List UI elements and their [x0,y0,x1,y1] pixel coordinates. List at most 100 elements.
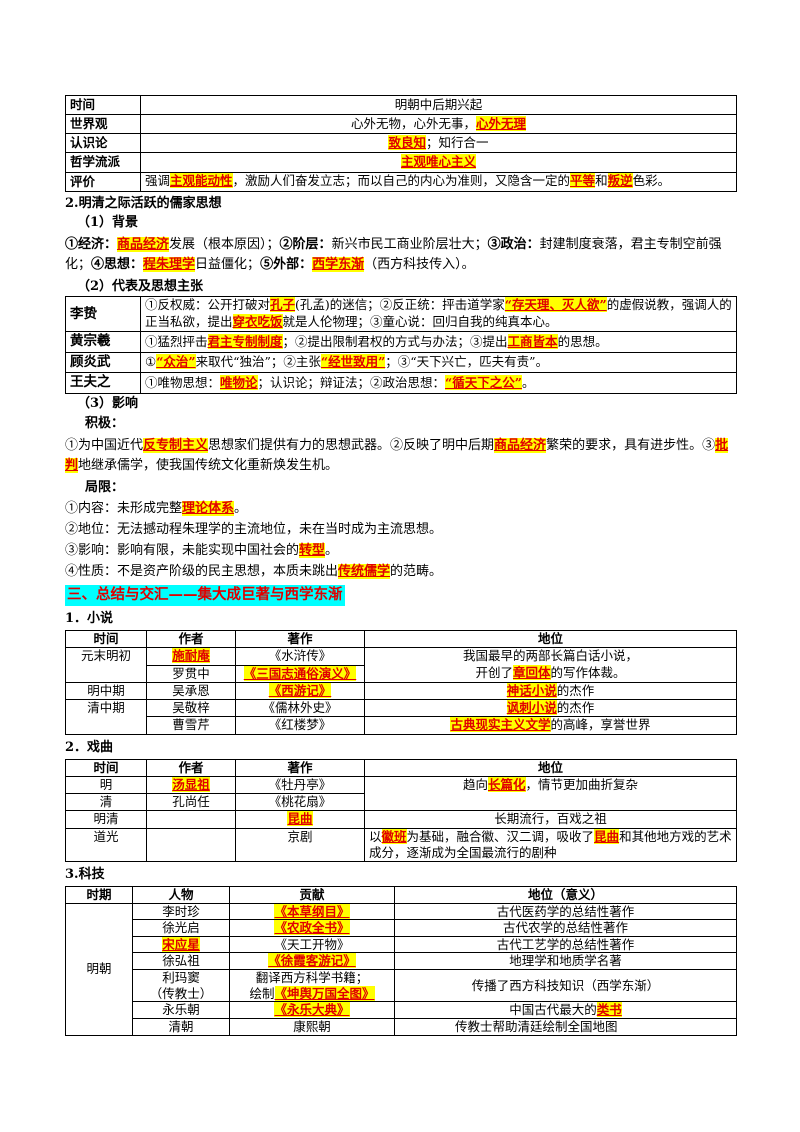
column-header: 著作 [235,630,365,649]
opera-title: 2．戏曲 [65,739,114,755]
section-title: 2.明清之际活跃的儒家思想 [65,195,222,211]
cell: 强调主观能动性，激励人们奋发立志；而以自己的内心为准则，又隐含一定的平等和叛逆色… [140,171,737,192]
column-header: 时间 [65,630,147,649]
cell: 《徐霞客游记》 [229,952,395,971]
table-row: 清中期 吴敬梓 《儒林外史》 讽刺小说的杰作 [65,699,737,735]
cell: 徐弘祖 [132,952,230,971]
limitation-item: ①内容：未形成完整理论体系。 [65,501,248,516]
cell: 京剧 [235,827,365,863]
cell: 《三国志通俗演义》 [235,664,365,683]
subsection-title: （1）背景 [77,215,139,231]
limitation-item: ③影响：影响有限，未能实现中国社会的转型。 [65,542,339,558]
cell: 传教士帮助清廷绘制全国地图 [394,1017,737,1036]
cell: 《桃花扇》 [235,793,365,812]
cell: 《红楼梦》 [235,716,365,735]
xinxue-table: 时间 明朝中后期兴起 世界观 心外无物，心外无事，心外无理 认识论 致良知；知行… [65,94,737,192]
cell: 元末明初 [65,647,147,683]
cell: 致良知；知行合一 [140,133,737,154]
cell: 《水浒传》 [235,647,365,666]
cell: 神话小说的杰作 [364,681,737,701]
table-row: 世界观 心外无物，心外无事，心外无理 [65,114,737,135]
cell: 心外无物，心外无事，心外无理 [140,114,737,135]
cell: 古代工艺学的总结性著作 [394,935,737,954]
cell: 孔尚任 [146,793,236,812]
row-label: 世界观 [65,114,141,135]
table-row: 清朝 康熙朝 传教士帮助清廷绘制全国地图 [66,1017,737,1036]
table-row: 徐光启 《农政全书》 古代农学的总结性著作 [66,919,737,937]
cell: 长期流行，百戏之祖 [364,810,737,829]
cell: 以徽班为基础，融合徽、汉二调，吸收了昆曲和其他地方戏的艺术成分，逐渐成为全国最流… [364,827,737,863]
highlight: 心外无理 [476,116,527,132]
section-heading: 三、总结与交汇——集大成巨著与西学东渐 [65,585,345,607]
cell: 《永乐大典》 [229,1001,395,1019]
table-header-row: 时间 作者 著作 地位 [65,758,737,777]
cell: 利玛窦（传教士） [132,969,230,1003]
positive-title: 积极： [85,415,125,431]
column-header: 贡献 [229,885,395,904]
table-row: 利玛窦（传教士） 翻译西方科学书籍；绘制《坤舆万国全图》 传播了西方科技知识（西… [66,969,737,1003]
table-row: 宋应星 《天工开物》 古代工艺学的总结性著作 [66,935,737,954]
person-name: 李贽 [65,296,141,333]
cell: 道光 [65,827,147,863]
table-row: 明 汤显祖 《牡丹亭》 趋向长篇化，情节更加曲折复杂 [65,775,737,812]
cell: 《牡丹亭》 [235,775,365,795]
column-header: 地位（意义） [394,885,737,904]
column-header: 时间 [65,758,147,777]
cell: 汤显祖 [146,775,236,795]
table-row: 评价 强调主观能动性，激励人们奋发立志；而以自己的内心为准则，又隐含一定的平等和… [65,171,737,192]
cell: 传播了西方科技知识（西学东渐） [394,969,737,1003]
table-row: 元末明初 施耐庵 《水浒传》 我国最早的两部长篇白话小说， 开创了章回体的写作体… [65,647,737,683]
cell: 主观唯心主义 [140,152,737,173]
cell: 《天工开物》 [229,935,395,954]
cell: 曹雪芹 [146,716,236,735]
cell: 昆曲 [235,810,365,829]
subsection-title: （3）影响 [77,395,139,411]
cell: 古典现实主义文学的高峰，享誉世界 [364,716,737,735]
cell: 吴敬梓 [146,699,236,718]
table-row: 道光 京剧 以徽班为基础，融合徽、汉二调，吸收了昆曲和其他地方戏的艺术成分，逐渐… [65,827,737,863]
row-label: 哲学流派 [65,152,141,173]
table-row: 罗贯中 《三国志通俗演义》 [66,664,737,683]
page: 时间 明朝中后期兴起 世界观 心外无物，心外无事，心外无理 认识论 致良知；知行… [65,94,737,1036]
cell: 施耐庵 [146,647,236,666]
highlight: 主观唯心主义 [400,154,476,170]
novel-table: 时间 作者 著作 地位 元末明初 施耐庵 《水浒传》 我国最早的两部长篇白话小说… [65,630,737,735]
table-row: 顾炎武 ①“众治”来取代“独治”；②主张“经世致用”；③“天下兴亡，匹夫有责”。 [65,351,737,374]
cell: 我国最早的两部长篇白话小说， 开创了章回体的写作体裁。 [364,647,737,683]
table-row: 曹雪芹 《红楼梦》 古典现实主义文学的高峰，享誉世界 [66,716,737,735]
row-label: 评价 [65,171,141,192]
science-table: 时期 人物 贡献 地位（意义） 明朝 李时珍 《本草纲目》 古代医药学的总结性著… [65,885,737,1036]
cell: 《西游记》 [235,681,365,701]
table-row: 明朝 李时珍 《本草纲目》 古代医药学的总结性著作 [65,902,737,1036]
cell: ①反权威：公开打破对孔子(孔孟)的迷信；②反正统：抨击道学家“存天理、灭人欲”的… [140,296,737,333]
column-header: 时期 [65,885,133,904]
column-header: 人物 [132,885,230,904]
row-label: 认识论 [65,133,141,154]
highlight: 致良知 [388,135,426,151]
table-row: 徐弘祖 《徐霞客游记》 地理学和地质学名著 [66,952,737,971]
positive-paragraph: ①为中国近代反专制主义思想家们提供有力的思想武器。②反映了明中后期商品经济繁荣的… [65,437,729,474]
cell: 明中期 [65,681,147,701]
cell: 清 [65,793,147,812]
novel-title: 1．小说 [65,611,114,627]
representatives-table: 李贽 ①反权威：公开打破对孔子(孔孟)的迷信；②反正统：抨击道学家“存天理、灭人… [65,296,737,394]
column-header: 作者 [146,630,236,649]
table-row: 清 孔尚任 《桃花扇》 [65,793,737,812]
subsection-title: （2）代表及思想主张 [77,278,204,294]
table-row: 黄宗羲 ①猛烈抨击君主专制制度；②提出限制君权的方式与办法；③提出工商皆本的思想… [65,331,737,353]
cell: 徐光启 [132,919,230,937]
table-row: 时间 明朝中后期兴起 [65,94,737,116]
person-name: 黄宗羲 [65,331,141,353]
cell: 明 [65,775,147,795]
cell: 李时珍 [132,902,230,921]
cell: 罗贯中 [146,664,236,683]
cell: 古代医药学的总结性著作 [394,902,737,921]
limitation-item: ②地位：无法撼动程朱理学的主流地位，未在当时成为主流思想。 [65,521,443,537]
person-name: 王夫之 [65,372,141,394]
table-header-row: 时间 作者 著作 地位 [65,630,737,649]
cell: 讽刺小说的杰作 [364,699,737,718]
cell: 翻译西方科学书籍；绘制《坤舆万国全图》 [229,969,395,1003]
cell: 永乐朝 [132,1001,230,1019]
cell: 明朝中后期兴起 [140,94,737,116]
column-header: 地位 [364,630,737,649]
